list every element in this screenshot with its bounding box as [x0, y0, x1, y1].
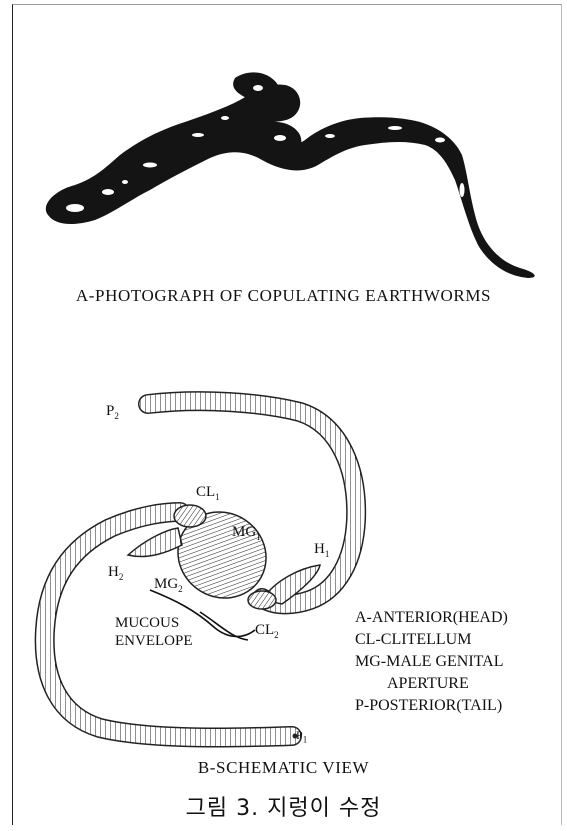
label-mg1: MG1: [232, 525, 261, 542]
mucous-line-1: MUCOUS: [115, 614, 193, 632]
label-h2: H2: [108, 565, 123, 582]
label-cl1: CL1: [196, 485, 220, 502]
legend-aperture: APERTURE: [355, 673, 508, 695]
caption-photo: A-PHOTOGRAPH OF COPULATING EARTHWORMS: [0, 286, 567, 306]
label-h1: H1: [314, 542, 329, 559]
label-cl2: CL2: [255, 623, 279, 640]
legend: A-ANTERIOR(HEAD) CL-CLITELLUM MG-MALE GE…: [355, 607, 508, 717]
label-p2: P2: [106, 404, 119, 421]
legend-anterior: A-ANTERIOR(HEAD): [355, 607, 508, 629]
label-p1: P1: [296, 729, 307, 744]
mucous-line-2: ENVELOPE: [115, 632, 193, 650]
label-mucous-envelope: MUCOUS ENVELOPE: [115, 614, 193, 650]
legend-male-genital: MG-MALE GENITAL: [355, 651, 508, 673]
head-two: [128, 528, 182, 557]
caption-korean: 그림 3. 지렁이 수정: [0, 790, 567, 822]
label-mg2: MG2: [154, 577, 183, 594]
caption-schematic: B-SCHEMATIC VIEW: [0, 758, 567, 778]
legend-clitellum: CL-CLITELLUM: [355, 629, 508, 651]
earthworm-photo: [46, 72, 535, 278]
legend-posterior: P-POSTERIOR(TAIL): [355, 695, 508, 717]
